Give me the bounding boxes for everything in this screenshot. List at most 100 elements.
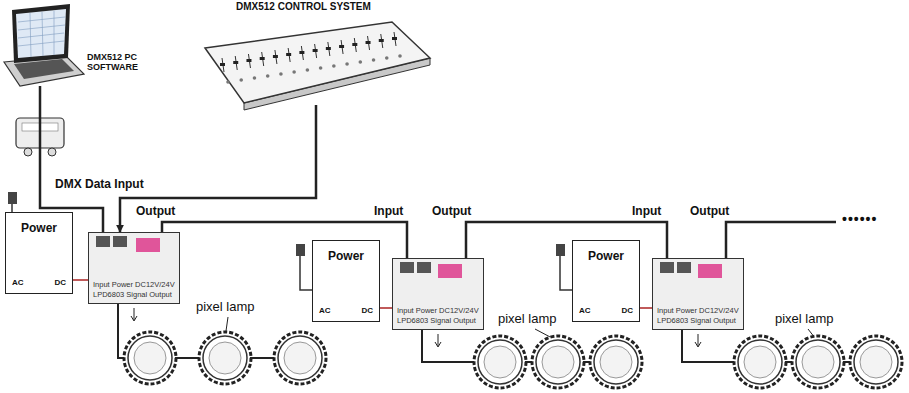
node-text: Input Power DC12V/24V xyxy=(397,307,479,316)
lamp-lens xyxy=(802,346,834,378)
part-label: pixel lamp xyxy=(775,312,834,326)
lamp-rim xyxy=(274,332,326,384)
fader-knob xyxy=(260,57,265,60)
lamp-cable xyxy=(175,357,200,359)
lamp-lens xyxy=(484,346,516,378)
fader-knob xyxy=(299,51,304,54)
pink-label xyxy=(438,264,462,278)
lamp-lens xyxy=(600,346,632,378)
lamp-rim xyxy=(792,336,844,388)
lamp-rim xyxy=(532,336,584,388)
signal-arrow xyxy=(131,308,137,321)
node-text: LPD6803 Signal Output xyxy=(93,291,175,300)
lamp-lens xyxy=(134,342,166,374)
node-text: LPD6803 Signal Output xyxy=(397,317,479,326)
plug-cable xyxy=(300,256,312,290)
laptop-screen xyxy=(16,9,66,58)
lamp-body xyxy=(796,340,840,384)
power-cable xyxy=(73,279,88,281)
lamp-lens xyxy=(542,346,574,378)
node-text: AC xyxy=(579,306,591,315)
leader-line xyxy=(535,329,552,338)
console-button xyxy=(226,80,230,84)
power-supply: PowerACDC xyxy=(312,240,380,322)
fader-knob xyxy=(379,39,384,42)
pink-label xyxy=(698,264,722,278)
laptop-node: DMX512 PC SOFTWARE xyxy=(5,8,167,86)
plug-body xyxy=(556,244,565,256)
part-label: pixel lamp xyxy=(196,300,255,314)
pixel-lamps xyxy=(118,304,902,388)
rj45-port xyxy=(677,262,691,273)
console-button xyxy=(332,64,336,68)
lamp-body xyxy=(203,336,247,380)
power-plug xyxy=(556,244,572,290)
console-button xyxy=(359,60,363,64)
controller-decor xyxy=(88,232,744,330)
adapter-port xyxy=(24,148,32,156)
console-button xyxy=(398,54,402,58)
rj45-port xyxy=(417,262,431,273)
node-text: DC xyxy=(54,278,66,287)
rj45-port xyxy=(96,236,110,247)
lamp-rim xyxy=(590,336,642,388)
fader-knob xyxy=(273,55,278,58)
lamp-rim xyxy=(850,336,902,388)
signal-arrow xyxy=(435,334,441,347)
lamp-lens xyxy=(284,342,316,374)
console-top xyxy=(205,22,430,103)
node-text: AC xyxy=(319,306,331,315)
rj45-port xyxy=(400,262,414,273)
node-text: DMX512 PC SOFTWARE xyxy=(87,52,159,73)
console-button xyxy=(239,78,243,82)
node-text: LPD6803 Signal Output xyxy=(657,317,739,326)
console-button xyxy=(266,74,270,78)
lamp-lens xyxy=(860,346,892,378)
fader-knob xyxy=(313,49,318,52)
plug-cable xyxy=(560,256,572,290)
continuation-mark: •••••• xyxy=(842,212,877,226)
dmx-cable xyxy=(120,105,316,232)
console-node: DMX512 CONTROL SYSTEM xyxy=(200,20,432,105)
controller-fill xyxy=(392,258,484,330)
lamp-body xyxy=(536,340,580,384)
pixel-controller: Input Power DC12V/24VLPD6803 Signal Outp… xyxy=(392,258,484,330)
lamp-rim xyxy=(734,336,786,388)
node-text: Power xyxy=(573,241,639,263)
controller-fill xyxy=(88,232,180,304)
power-cable xyxy=(640,307,652,309)
software-grid xyxy=(18,11,65,57)
lamp-body xyxy=(478,340,522,384)
port-label: Output xyxy=(690,204,729,218)
node-text: Power xyxy=(6,213,72,235)
console-button xyxy=(345,62,349,66)
console-button xyxy=(319,66,323,70)
console-button xyxy=(306,68,310,72)
fader-knob xyxy=(326,47,331,50)
node-text: DC xyxy=(361,306,373,315)
dmx-cable xyxy=(40,86,103,232)
adapter-port xyxy=(48,148,56,156)
signal-arrow xyxy=(695,334,701,347)
port-label: DMX Data Input xyxy=(55,177,144,191)
laptop xyxy=(4,4,84,86)
pink-label xyxy=(136,238,160,252)
port-label: Input xyxy=(374,204,403,218)
pixel-controller: Input Power DC12V/24VLPD6803 Signal Outp… xyxy=(88,232,180,304)
console-button xyxy=(279,72,283,76)
leader-line xyxy=(226,317,228,331)
lamp-body xyxy=(738,340,782,384)
lamp-cable xyxy=(422,330,475,362)
power-supply: PowerACDC xyxy=(572,240,640,322)
power-plug xyxy=(296,244,312,290)
power-plug xyxy=(8,192,17,212)
console-button xyxy=(253,76,257,80)
data-cable xyxy=(726,222,836,258)
lamp-body xyxy=(278,336,322,380)
lamp-rim xyxy=(474,336,526,388)
lamp-rim xyxy=(124,332,176,384)
console-sliders xyxy=(220,32,402,84)
port-label: Output xyxy=(432,204,471,218)
lamp-cable xyxy=(250,357,275,359)
